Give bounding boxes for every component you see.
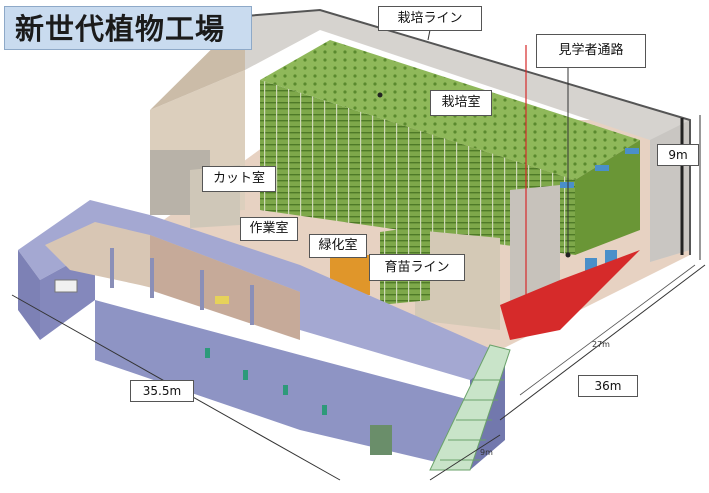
label-work-room: 作業室 <box>240 217 298 241</box>
rack-endcap <box>595 165 609 171</box>
leader-dot <box>377 92 383 98</box>
label-width: 36m <box>578 375 638 397</box>
outer-edge <box>244 8 691 255</box>
label-greening-room: 緑化室 <box>309 234 367 258</box>
entrance-door <box>370 425 392 455</box>
label-seedling-line: 育苗ライン <box>369 254 465 281</box>
leader-dot <box>565 252 571 258</box>
staircase <box>429 344 511 471</box>
label-cultivation-room: 栽培室 <box>430 90 492 116</box>
interior-partition <box>200 270 204 310</box>
label-height: 9m <box>657 144 699 166</box>
visitor-red-area <box>500 250 640 340</box>
passage-wall <box>510 185 560 305</box>
leader-cultivation-line <box>427 29 431 41</box>
right-wall <box>650 120 690 262</box>
rack-endcap <box>625 148 639 154</box>
dim-line-inner <box>519 264 696 396</box>
interior-partition <box>110 248 114 288</box>
rooftop-unit <box>54 279 78 293</box>
back-wall <box>245 10 690 262</box>
window <box>283 385 288 395</box>
front-building-face <box>18 250 40 340</box>
label-visitor-passage: 見学者通路 <box>536 34 646 68</box>
front-building-interior <box>150 235 300 340</box>
front-building-long-face <box>40 250 95 340</box>
dim-line-width <box>499 264 706 421</box>
label-length: 35.5m <box>130 380 194 402</box>
dim-line-depth <box>429 434 501 481</box>
window <box>243 370 248 380</box>
yellow-fixture <box>215 296 229 304</box>
rack-block-front <box>260 80 575 255</box>
interior-partition <box>250 285 254 325</box>
label-inner-width: 27m <box>592 340 610 349</box>
label-cut-room: カット室 <box>202 166 276 192</box>
label-cultivation-line: 栽培ライン <box>378 6 482 31</box>
window <box>322 405 327 415</box>
label-depth: 9m <box>480 448 493 457</box>
page-title: 新世代植物工場 <box>4 6 252 50</box>
window <box>205 348 210 358</box>
rack-endcap <box>560 182 574 188</box>
rack-block-side <box>575 140 640 255</box>
interior-partition <box>150 258 154 298</box>
